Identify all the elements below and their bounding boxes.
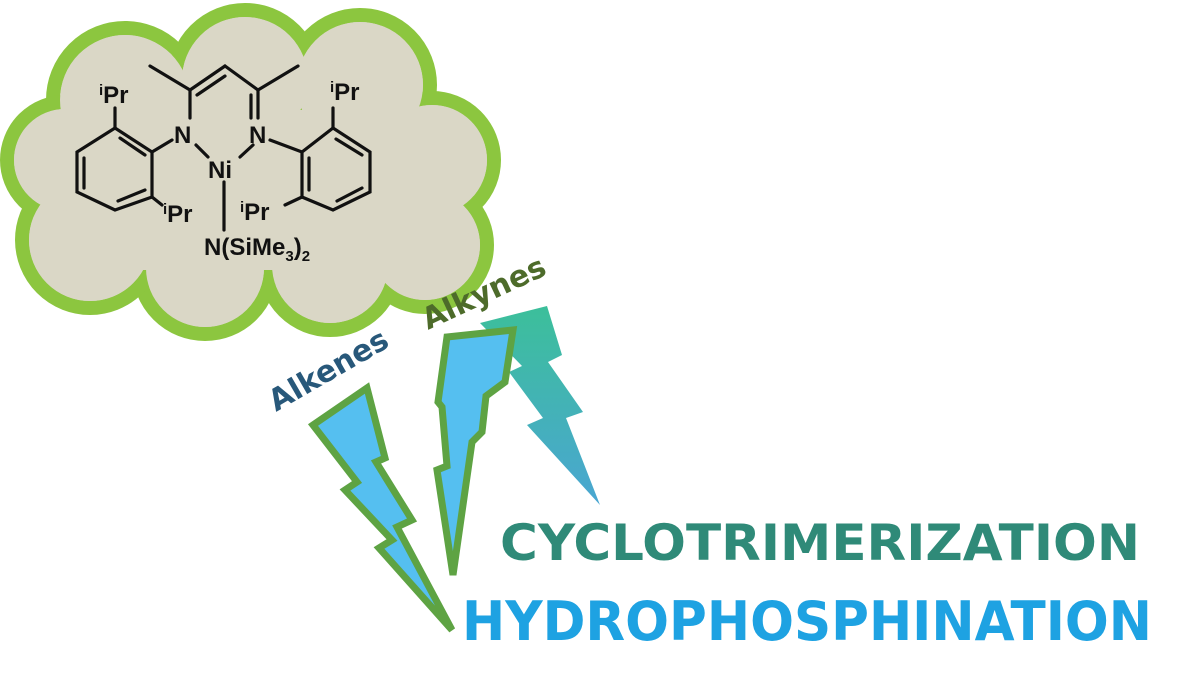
alkynes-lightning-bolt-icon [433, 326, 518, 576]
nitrogen-label-left: N [174, 122, 191, 149]
hydrophosphination-label: HYDROPHOSPHINATION [462, 590, 1152, 653]
nitrogen-label-right: N [249, 122, 266, 149]
nickel-label: Ni [208, 157, 232, 184]
ipr-label-bottom-left: iPr [163, 201, 193, 228]
ipr-label-bottom-right: iPr [240, 199, 270, 226]
cloud-shape [0, 3, 501, 341]
alkenes-lightning-bolt-icon [307, 382, 456, 633]
ipr-label-top-right: iPr [330, 79, 360, 106]
teal-lightning-bolt-icon [480, 306, 600, 505]
molecule-structure [75, 64, 372, 232]
amide-ligand-label: N(SiMe3)2 [204, 234, 310, 265]
cyclotrimerization-label: CYCLOTRIMERIZATION [500, 514, 1140, 572]
ipr-label-top-left: iPr [99, 82, 129, 109]
